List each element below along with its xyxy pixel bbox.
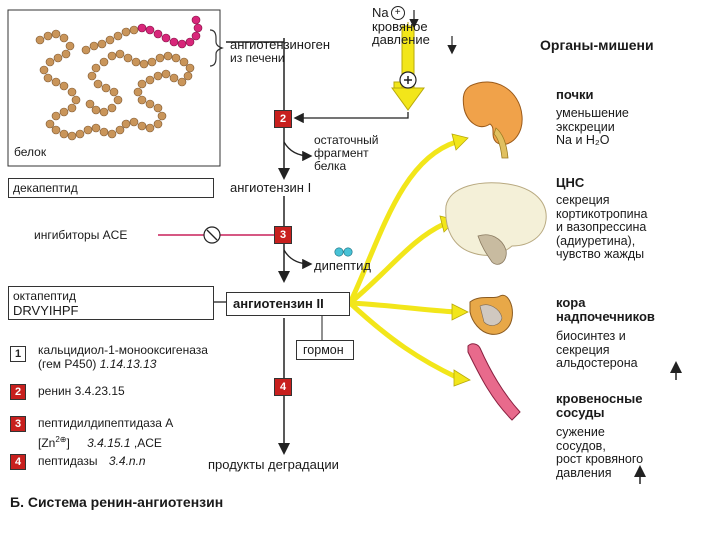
step-2-badge: 2 [274, 110, 292, 128]
decapeptide-label: декапептид [13, 181, 78, 195]
octapeptide-box: октапептид DRVYIHPF [8, 286, 214, 320]
hormone-box: гормон [296, 340, 354, 360]
figure-title: Б. Система ренин-ангиотензин [10, 494, 224, 510]
target-adrenal: кора надпочечников биосинтез и секреция … [556, 295, 655, 370]
pressure-label-1: кровяное [372, 19, 428, 34]
dipeptide-beads [334, 247, 353, 257]
targets-header: Органы-мишени [540, 37, 654, 53]
hormone-label: гормон [303, 343, 344, 357]
vessel-shape [467, 343, 521, 421]
kidney-shape [462, 81, 523, 145]
decapeptide-box: декапептид [8, 178, 214, 198]
step-3-badge: 3 [274, 226, 292, 244]
stimulus-block: Na+ кровяное давление [372, 6, 430, 46]
degradation-label: продукты деградации [208, 457, 339, 472]
residual-fragment: остаточный фрагмент белка [314, 133, 379, 173]
plus-charge-icon: + [390, 6, 405, 20]
brain-shape [445, 182, 547, 256]
target-vessels: кровеносные сосуды сужение сосудов, рост… [556, 391, 644, 480]
pressure-label-2: давление [372, 32, 430, 47]
octapeptide-label: октапептид [13, 289, 76, 303]
angiotensinogen-label: ангиотензиноген [230, 37, 331, 52]
protein-pink-tail [137, 15, 203, 49]
angiotensin-2-box: ангиотензин II [226, 292, 350, 316]
angiotensin-1-label: ангиотензин I [230, 180, 312, 195]
dipeptide-label: дипептид [314, 258, 371, 273]
sequence-label: DRVYIHPF [13, 303, 79, 318]
brace [209, 29, 224, 67]
protein-label: белок [14, 145, 47, 159]
step-4-badge: 4 [274, 378, 292, 396]
target-kidney: почки уменьшение экскреции Na и H₂O [556, 87, 629, 147]
target-cns: ЦНС секреция кортикотропина и вазопресси… [556, 175, 648, 261]
ace-inhibitors-label: ингибиторы ACE [34, 228, 128, 242]
angiotensin-2-label: ангиотензин II [233, 296, 324, 311]
from-liver-label: из печени [230, 51, 285, 65]
na-label: Na [372, 5, 389, 20]
protein-coil [35, 25, 195, 141]
